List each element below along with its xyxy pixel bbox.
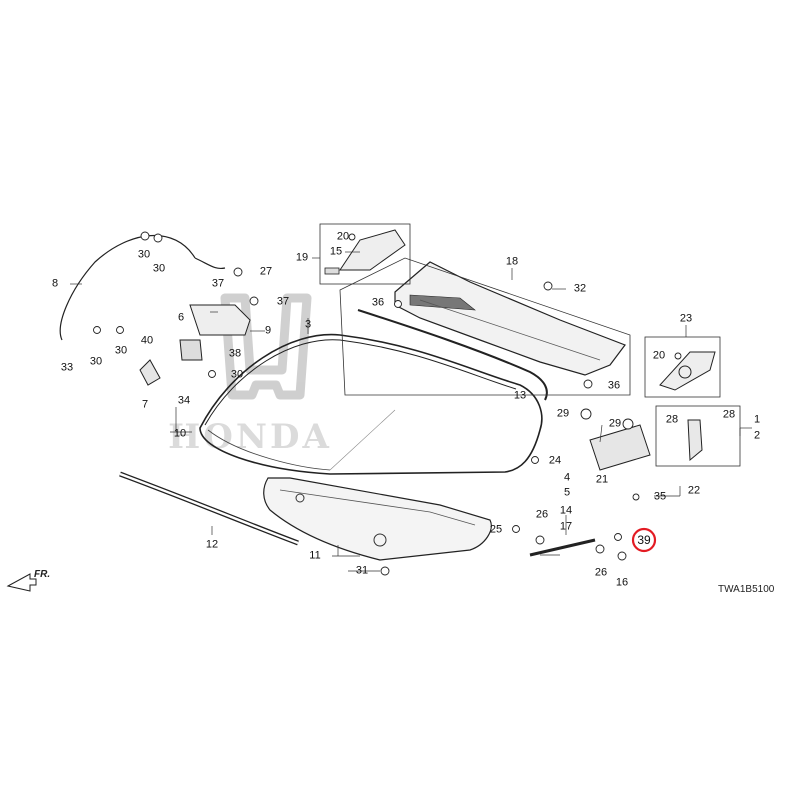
release-lever [139, 359, 161, 386]
weatherstrip [357, 309, 548, 401]
detail-box-15-20 [319, 223, 411, 285]
seal-rubber-21 [589, 424, 651, 471]
callout-33: 33 [60, 361, 74, 374]
hinge-pin [324, 267, 340, 275]
callout-10: 10 [173, 427, 187, 440]
callout-8: 8 [51, 277, 59, 290]
callout-20b: 20 [652, 349, 666, 362]
callout-26a: 26 [535, 508, 549, 521]
callout-2: 2 [753, 429, 761, 442]
callout-12: 12 [205, 538, 219, 551]
callout-13: 13 [513, 389, 527, 402]
callout-7: 7 [141, 398, 149, 411]
callout-29b: 29 [608, 417, 622, 430]
hood-hinge-15 [339, 229, 406, 271]
callout-18: 18 [505, 255, 519, 268]
callout-30b: 30 [152, 262, 166, 275]
callout-14: 14 [559, 504, 573, 517]
detail-box-23 [644, 336, 721, 398]
callout-23: 23 [679, 312, 693, 325]
callout-36b: 36 [607, 379, 621, 392]
front-arrow-icon [6, 573, 37, 592]
callout-34: 34 [177, 394, 191, 407]
hood-lock-9 [189, 304, 251, 336]
hood-inner-insulator [263, 477, 492, 561]
callout-11: 11 [309, 549, 321, 562]
callout-4: 4 [563, 471, 571, 484]
detail-box-18 [339, 257, 631, 396]
diagram-code: TWA1B5100 [718, 584, 775, 595]
highlight-ring-39 [631, 527, 657, 553]
cowl-top-cover [394, 261, 626, 376]
hood-panel [199, 333, 543, 475]
leader-lines [70, 251, 752, 572]
callout-32: 32 [573, 282, 587, 295]
callout-19: 19 [295, 251, 309, 264]
callout-30a: 30 [137, 248, 151, 261]
front-direction-label: FR. [34, 569, 51, 580]
latch-bracket-28 [687, 419, 703, 462]
front-molding [119, 471, 299, 546]
callout-35: 35 [653, 490, 667, 503]
callout-39-highlighted[interactable]: 39 [637, 533, 651, 547]
callout-15: 15 [329, 245, 343, 258]
hood-hinge-23 [659, 351, 716, 391]
callout-31: 31 [355, 564, 369, 577]
callout-37a: 37 [211, 277, 225, 290]
honda-logo-watermark: HONDA [168, 293, 332, 457]
hood-latch-6 [179, 339, 203, 361]
callout-24: 24 [548, 454, 562, 467]
callout-29a: 29 [556, 407, 570, 420]
callout-30c: 30 [89, 355, 103, 368]
callout-40: 40 [140, 334, 154, 347]
callout-1: 1 [753, 413, 761, 426]
callout-27: 27 [259, 265, 273, 278]
callout-3: 3 [304, 318, 312, 331]
callout-22: 22 [687, 484, 701, 497]
callout-26b: 26 [594, 566, 608, 579]
callout-25: 25 [489, 523, 503, 536]
callout-28a: 28 [665, 413, 679, 426]
hood-support-rod [529, 538, 596, 557]
callout-5: 5 [563, 486, 571, 499]
callout-6: 6 [177, 311, 185, 324]
callout-17: 17 [559, 520, 573, 533]
callout-38: 38 [228, 347, 242, 360]
callout-30e: 30 [230, 368, 244, 381]
callout-21: 21 [595, 473, 609, 486]
callout-9: 9 [264, 324, 272, 337]
release-cable [59, 235, 196, 341]
callout-36a: 36 [371, 296, 385, 309]
callout-16: 16 [615, 576, 629, 589]
honda-wordmark: HONDA [168, 417, 332, 457]
callout-30d: 30 [114, 344, 128, 357]
fasteners [93, 231, 682, 576]
callout-28b: 28 [722, 408, 736, 421]
callout-37b: 37 [276, 295, 290, 308]
callout-20a: 20 [336, 230, 350, 243]
